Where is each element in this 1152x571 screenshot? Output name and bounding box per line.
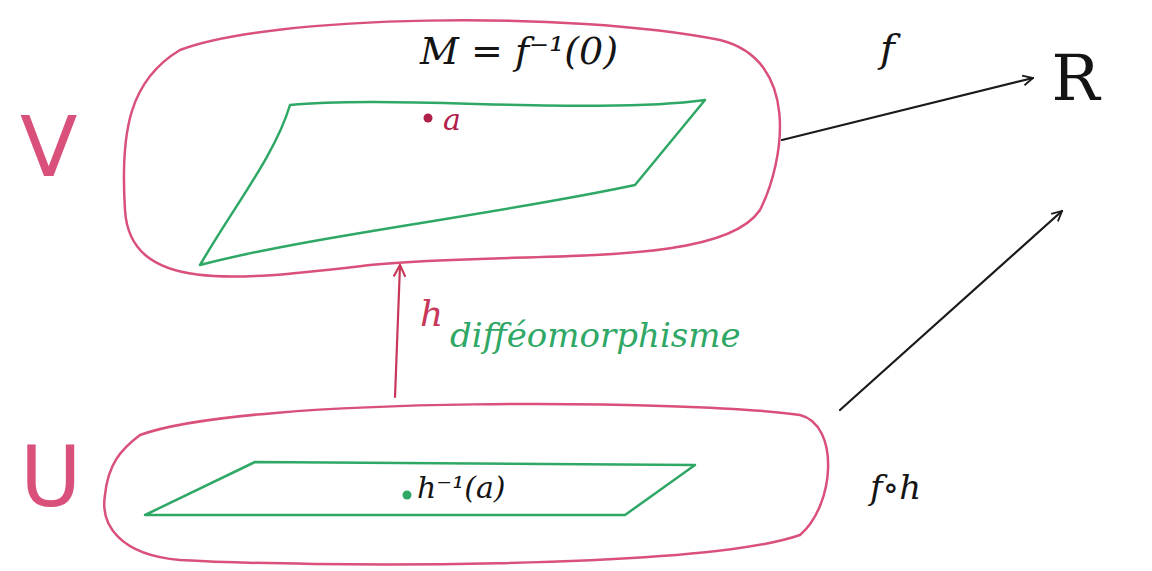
set-letter: U (20, 435, 81, 519)
map-property: difféomorphisme (450, 318, 741, 352)
set-equation: M = f⁻¹(0) (420, 32, 618, 70)
surface-sheet-path (200, 100, 705, 265)
space-letter: R (1051, 46, 1099, 110)
map-name: h (420, 296, 443, 332)
map-arrow (840, 211, 1062, 410)
point-dot (403, 491, 412, 500)
set-letter: V (20, 105, 77, 189)
point-dot (424, 114, 433, 123)
map-name: f (880, 28, 895, 68)
open-set-blob-path (104, 404, 828, 564)
map-arrow (782, 78, 1033, 140)
open-set-blob-path (124, 20, 780, 276)
map-arrow (395, 265, 400, 397)
open-set-blob: Uh⁻¹(a) (100, 395, 835, 565)
map-name: f∘h (870, 470, 921, 504)
open-set-blob: VM = f⁻¹(0)a (120, 10, 780, 290)
flat-sheet-path (145, 462, 695, 515)
surface-sheet: M = f⁻¹(0)a (195, 95, 710, 270)
point-label: a (443, 105, 461, 135)
flat-sheet: h⁻¹(a) (145, 457, 695, 519)
point-label: h⁻¹(a) (417, 473, 505, 503)
target-space: R (1045, 40, 1106, 116)
